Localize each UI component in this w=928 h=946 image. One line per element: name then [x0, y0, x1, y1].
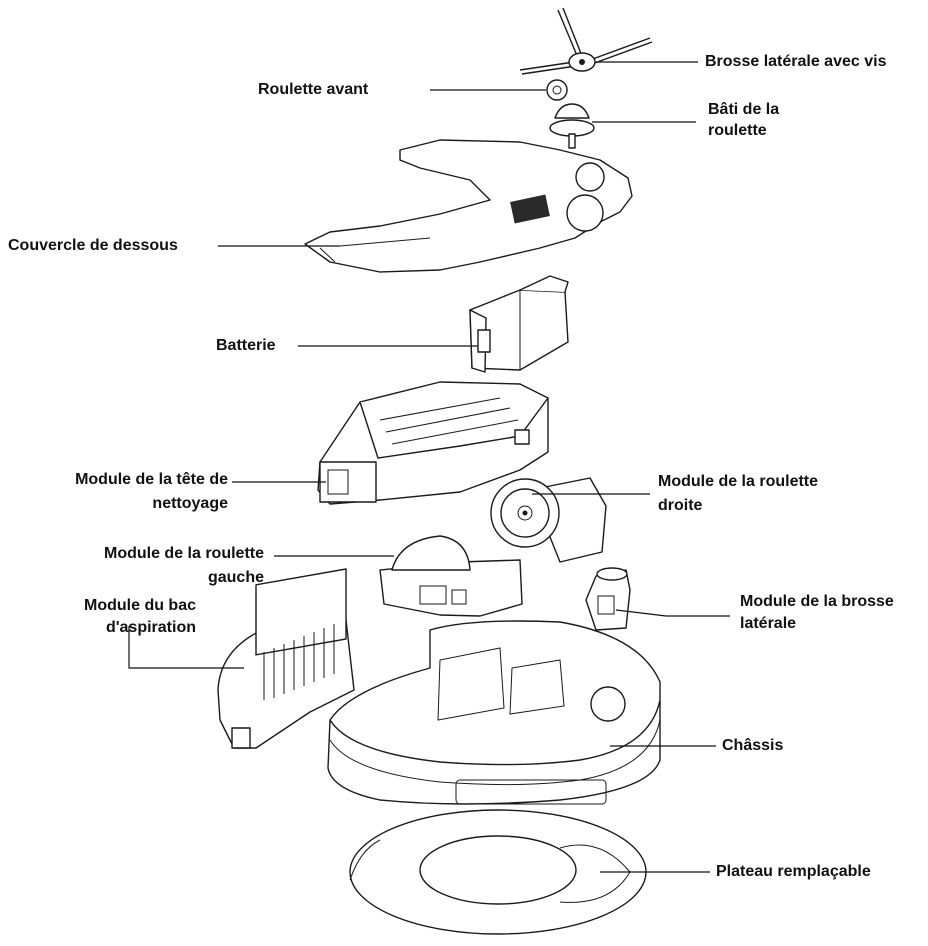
battery-part: [469, 275, 569, 373]
caster-housing-part: [549, 103, 595, 149]
label-roulette-avant: Roulette avant: [258, 81, 369, 98]
label-bac-line2: d'aspiration: [105, 619, 196, 636]
label-roulette-gauche-line1: Module de la roulette: [103, 545, 264, 562]
label-plateau: Plateau remplaçable: [716, 863, 871, 880]
dustbin-part: [217, 568, 355, 749]
replaceable-tray-part: [349, 809, 647, 935]
label-chassis: Châssis: [722, 737, 784, 754]
side-brush-module-part: [585, 567, 631, 631]
right-wheel-part: [490, 477, 607, 563]
label-couvercle: Couvercle de dessous: [8, 237, 178, 254]
label-roulette-droite-line1: Module de la roulette: [658, 473, 819, 490]
label-brosse-module-line1: Module de la brosse: [740, 593, 894, 610]
chassis-part: [327, 620, 661, 805]
label-bac-line1: Module du bac: [84, 597, 196, 614]
label-brosse-module-line2: latérale: [740, 615, 797, 632]
label-bati-line1: Bâti de la: [708, 101, 780, 118]
label-tete-line1: Module de la tête de: [75, 471, 228, 488]
label-roulette-gauche-line2: gauche: [207, 569, 264, 586]
cleaning-head-part: [317, 381, 549, 505]
label-brosse-laterale: Brosse latérale avec vis: [705, 53, 887, 70]
label-batterie: Batterie: [216, 337, 276, 354]
front-caster-part: [546, 79, 568, 101]
label-roulette-droite-line2: droite: [658, 497, 703, 514]
left-wheel-part: [379, 535, 523, 617]
leader-lines: [128, 61, 730, 873]
label-tete-line2: nettoyage: [152, 495, 228, 512]
label-bati-line2: roulette: [708, 122, 767, 139]
side-brush-part: [519, 7, 653, 75]
bottom-cover-part: [304, 139, 633, 273]
